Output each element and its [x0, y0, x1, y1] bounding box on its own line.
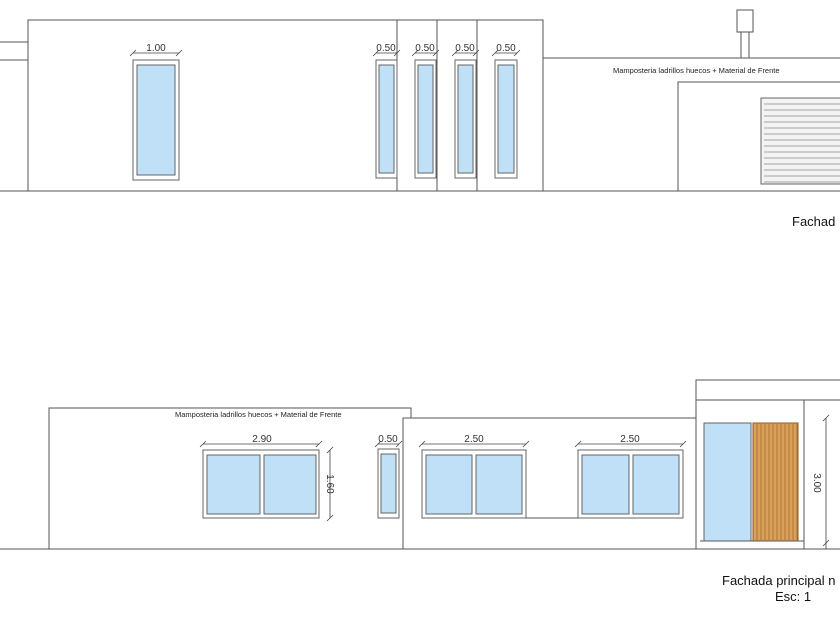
bottom-window-290: 2.90 1.60 [199, 434, 335, 522]
bottom-elevation-scale: Esc: 1 [775, 589, 811, 604]
garage-door [760, 97, 840, 185]
dim-label: 0.50 [496, 43, 516, 54]
bottom-elevation-title: Fachada principal n [722, 573, 835, 588]
entrance-glass [703, 422, 752, 542]
dim-label: 2.50 [620, 434, 640, 445]
top-material-note: Mamposteria ladrillos huecos + Material … [613, 66, 780, 75]
bottom-material-note: Mamposteria ladrillos huecos + Material … [175, 410, 342, 419]
top-elevation-title: Fachad [792, 214, 835, 229]
dim-label: 0.50 [415, 43, 435, 54]
top-dim-100: 1.00 [129, 43, 183, 57]
wood-door [752, 422, 799, 542]
dim-label: 2.50 [464, 434, 484, 445]
window-glass [136, 64, 176, 176]
bottom-left-wall [48, 407, 412, 550]
dim-label: 0.50 [455, 43, 475, 54]
bottom-window-050: 0.50 [374, 434, 403, 519]
dim-label-vertical: 3.00 [811, 473, 822, 493]
top-window-050-d: 0.50 [491, 43, 521, 179]
dim-label: 0.50 [376, 43, 396, 54]
top-window-050-b: 0.50 [411, 43, 440, 179]
top-window-050-c: 0.50 [451, 43, 480, 179]
entrance-door [700, 422, 804, 542]
bottom-elevation: 2.90 1.60 0.50 2.50 [0, 379, 840, 604]
dim-label-vertical: 1.60 [324, 474, 335, 494]
dim-label: 1.00 [146, 43, 166, 54]
top-window-100 [132, 59, 180, 181]
top-window-050-a: 0.50 [372, 43, 401, 179]
dim-label: 2.90 [252, 434, 272, 445]
bottom-window-250-left: 2.50 [418, 434, 530, 519]
bottom-window-250-right: 2.50 [574, 434, 687, 519]
bottom-dim-300: 3.00 [811, 414, 830, 549]
dim-label: 0.50 [378, 434, 398, 445]
chimney [736, 9, 754, 33]
top-elevation: 1.00 0.50 0.50 0.50 [0, 9, 840, 229]
top-left-block [0, 41, 30, 192]
